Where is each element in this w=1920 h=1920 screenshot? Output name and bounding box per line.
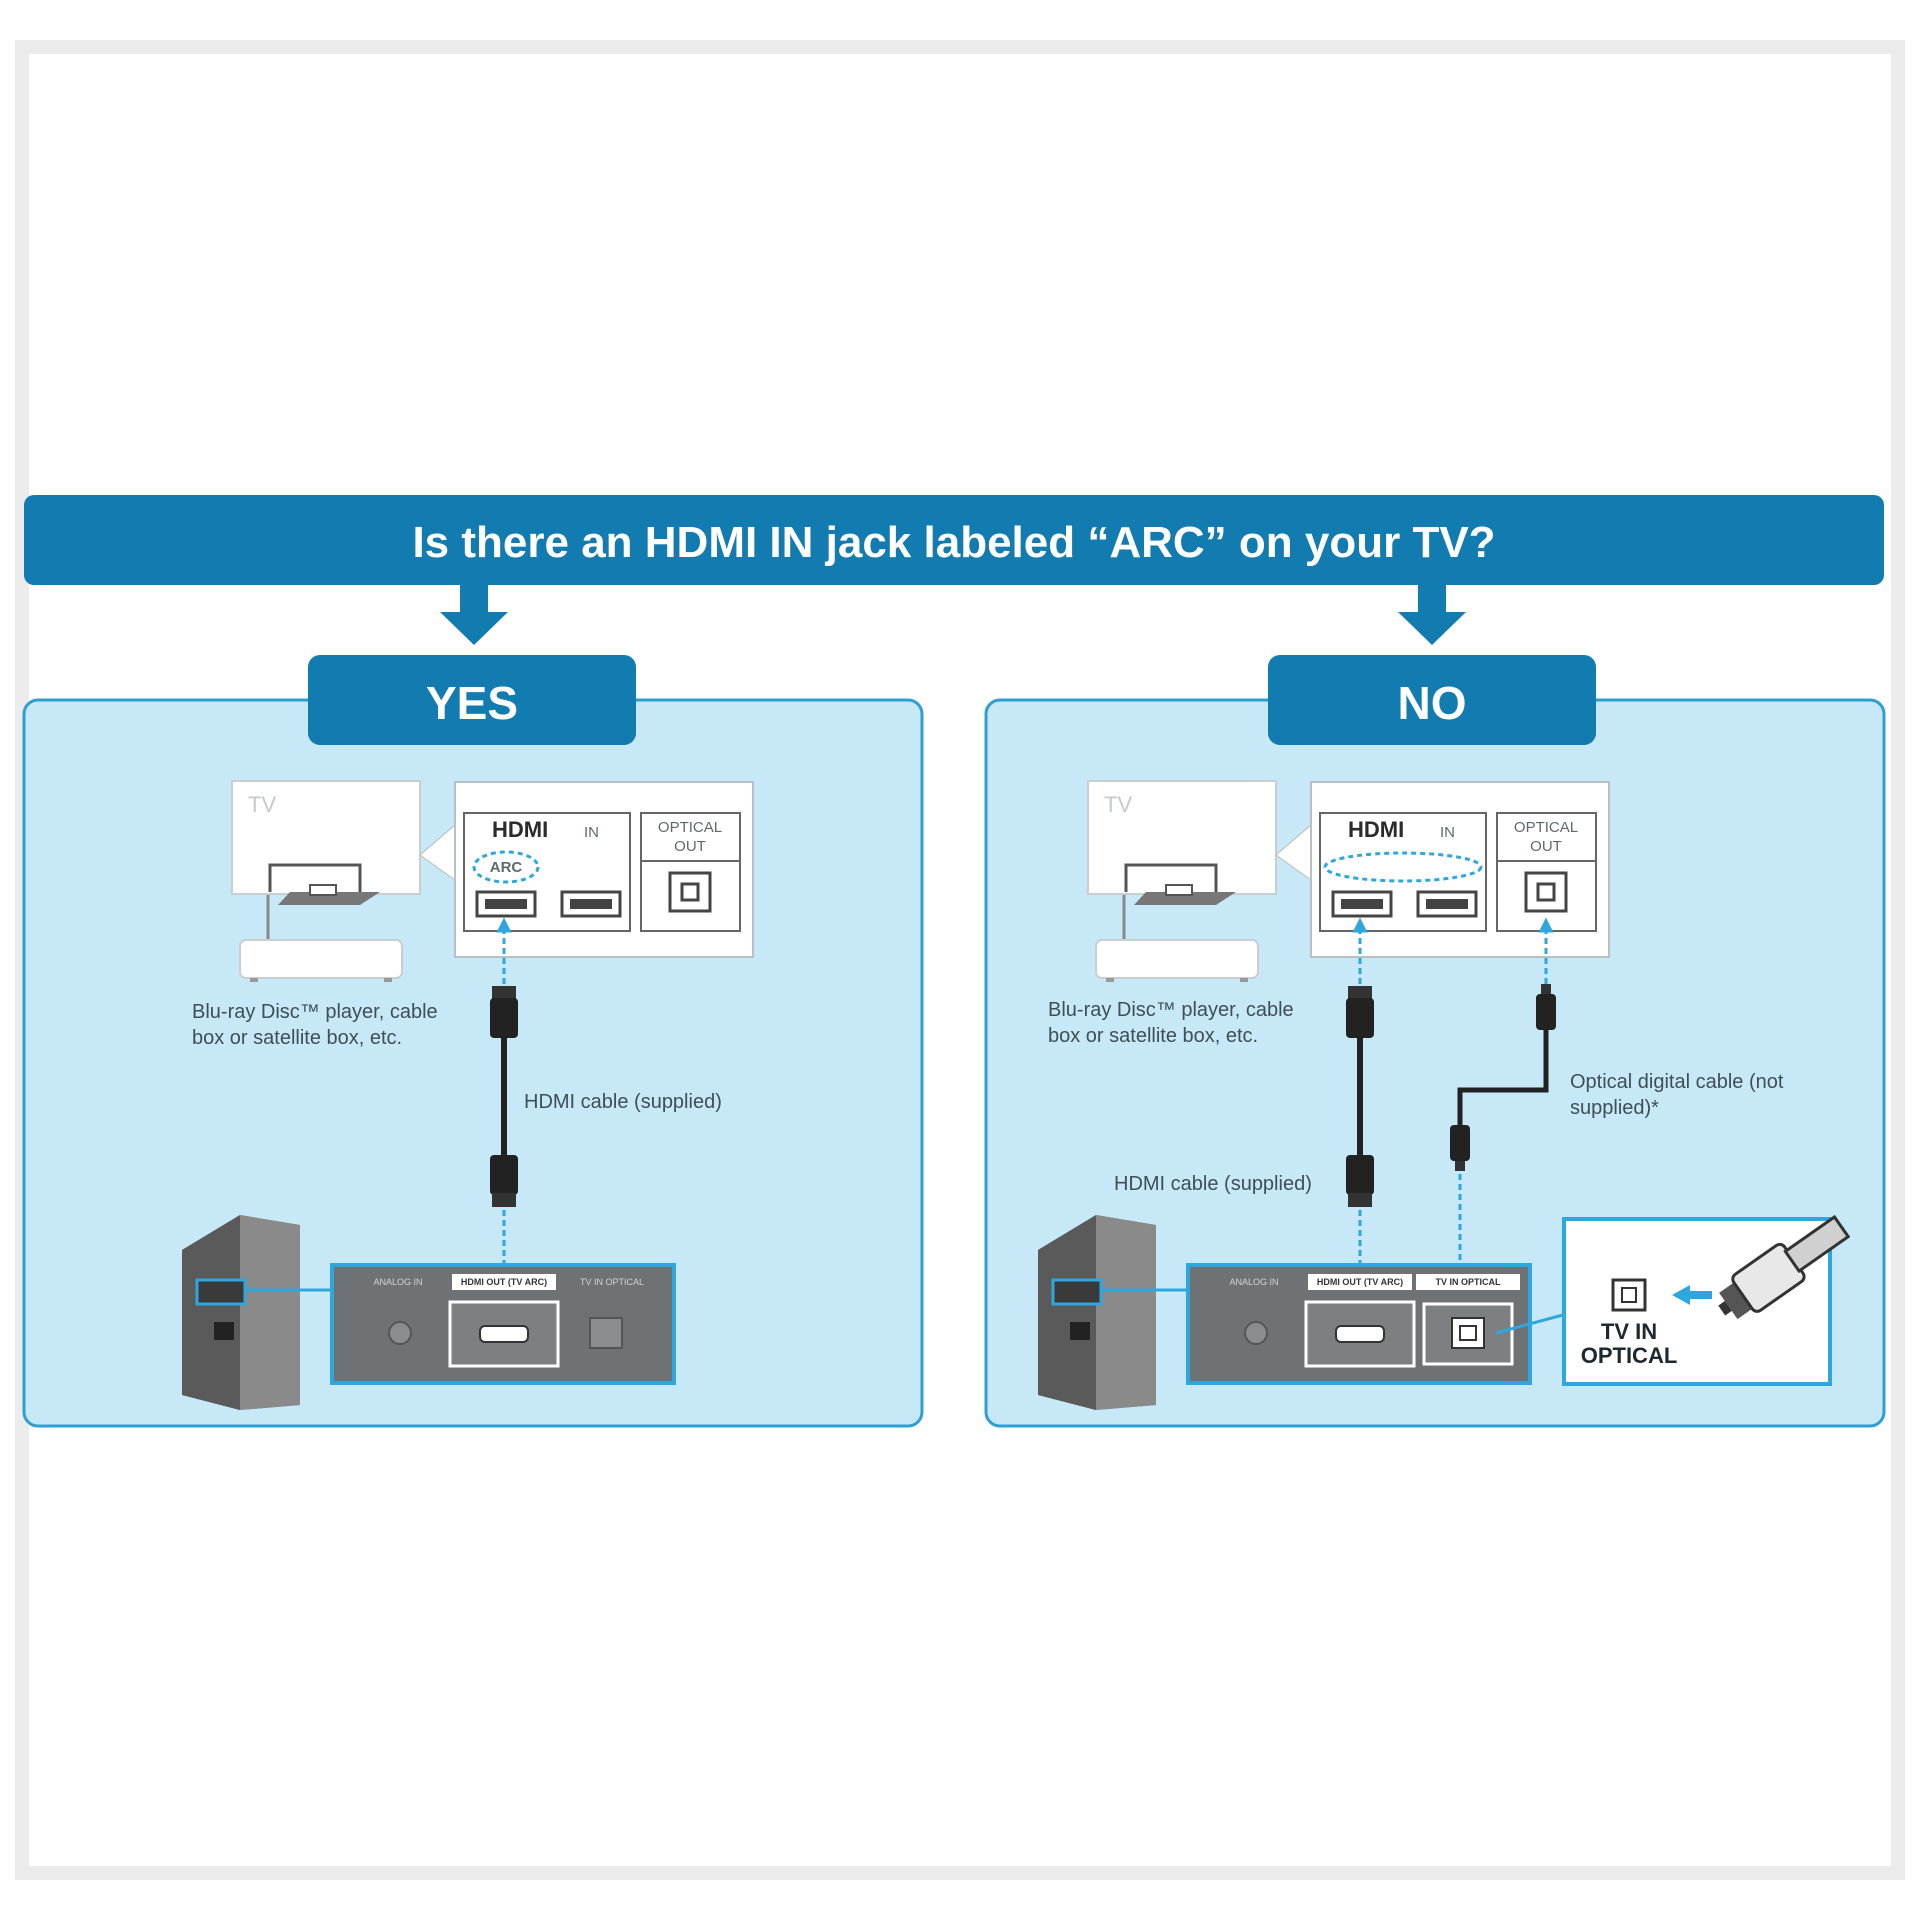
- hdmi-cable: [1346, 917, 1374, 1280]
- tv-illustration: TV: [1087, 780, 1277, 945]
- arc-highlight: [472, 850, 540, 884]
- no-title: NO: [1398, 677, 1467, 729]
- question-banner: [24, 495, 1884, 585]
- optical-cable-label-2: supplied)*: [1570, 1097, 1659, 1119]
- subwoofer-icon: [182, 1215, 332, 1410]
- tv-jack-panel: HDMI IN OPTICAL OUT: [1310, 781, 1610, 958]
- player-caption-line-2: box or satellite box, etc.: [1048, 1025, 1258, 1047]
- hdmi-in-label: IN: [584, 824, 599, 841]
- no-arc-highlight: [1323, 851, 1483, 883]
- player-caption-line-1: Blu-ray Disc™ player, cable: [192, 1001, 438, 1023]
- optical-out-label-1: OPTICAL: [658, 819, 722, 836]
- optical-cable-label-1: Optical digital cable (not: [1570, 1071, 1784, 1093]
- hdmi-out-label: HDMI OUT (TV ARC): [461, 1277, 547, 1287]
- no-arrow-icon: [1398, 585, 1466, 645]
- optical-port: [668, 871, 712, 913]
- hdmi-cable: [490, 917, 518, 1280]
- hdmi-out-label: HDMI OUT (TV ARC): [1317, 1277, 1403, 1287]
- bluray-player-icon: [1095, 939, 1259, 982]
- player-caption-line-2: box or satellite box, etc.: [192, 1027, 402, 1049]
- analog-in-label: ANALOG IN: [373, 1277, 422, 1287]
- no-title-pill: [1268, 655, 1596, 745]
- tv-in-optical-label: TV IN OPTICAL: [580, 1277, 644, 1287]
- question-text: Is there an HDMI IN jack labeled “ARC” o…: [412, 518, 1495, 567]
- bluray-player-icon: [239, 939, 403, 982]
- tv-illustration: TV: [231, 780, 421, 945]
- hdmi-cable-label: HDMI cable (supplied): [524, 1091, 722, 1113]
- optical-cable: [1450, 917, 1556, 1280]
- yes-panel: YES TV Blu-ray Disc™ player, cable box o…: [22, 655, 924, 1428]
- optical-out-label-2: OUT: [1530, 838, 1562, 855]
- yes-title: YES: [426, 677, 518, 729]
- subwoofer-icon: [1038, 1215, 1188, 1410]
- receiver-jack-panel: ANALOG IN HDMI OUT (TV ARC) TV IN OPTICA…: [330, 1263, 676, 1385]
- tv-in-optical-label: TV IN OPTICAL: [1436, 1277, 1502, 1287]
- inset-label-1: TV IN: [1601, 1319, 1657, 1344]
- optical-plug-inset: TV IN OPTICAL: [1562, 1214, 1851, 1386]
- hdmi-in-label: IN: [1440, 824, 1455, 841]
- optical-out-label-1: OPTICAL: [1514, 819, 1578, 836]
- no-panel: NO TV Blu-ray Disc™ player, cable box or…: [984, 655, 1886, 1428]
- tv-label: TV: [1104, 792, 1132, 817]
- hdmi-cable-label: HDMI cable (supplied): [1114, 1173, 1312, 1195]
- yes-title-pill: [308, 655, 636, 745]
- optical-port: [1524, 871, 1568, 913]
- hdmi-logo: HDMI: [1348, 817, 1404, 842]
- optical-out-label-2: OUT: [674, 838, 706, 855]
- inset-label-2: OPTICAL: [1581, 1343, 1678, 1368]
- arc-label: ARC: [490, 859, 523, 876]
- tv-jack-panel: HDMI IN ARC OPTICAL OUT: [454, 781, 754, 958]
- yes-arrow-icon: [440, 585, 508, 645]
- hdmi-logo: HDMI: [492, 817, 548, 842]
- analog-in-label: ANALOG IN: [1229, 1277, 1278, 1287]
- tv-label: TV: [248, 792, 276, 817]
- player-caption-line-1: Blu-ray Disc™ player, cable: [1048, 999, 1294, 1021]
- receiver-jack-panel: ANALOG IN HDMI OUT (TV ARC) TV IN OPTICA…: [1186, 1263, 1532, 1385]
